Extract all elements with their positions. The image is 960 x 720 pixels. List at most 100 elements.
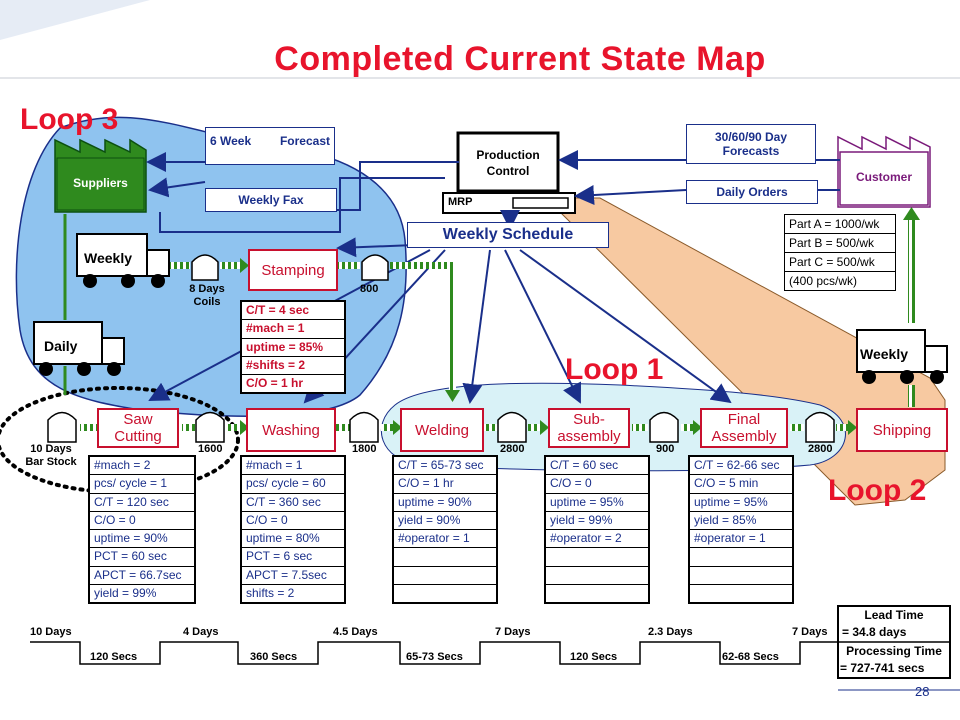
- data-row: [546, 548, 648, 567]
- inventory-after-saw: 1600: [198, 443, 223, 455]
- demand-row: Part C = 500/wk: [785, 253, 895, 272]
- weekly-fax-box: Weekly Fax: [205, 188, 337, 212]
- data-row: #mach = 1: [242, 457, 344, 476]
- stamping-data-box: C/T = 4 sec #mach = 1 uptime = 85% #shif…: [240, 300, 346, 395]
- data-row: PCT = 6 sec: [242, 548, 344, 567]
- shipping-truck-label: Weekly: [860, 346, 908, 362]
- data-row: uptime = 90%: [90, 530, 194, 549]
- daily-truck-icon: [33, 321, 125, 376]
- data-row: [690, 548, 792, 567]
- lead-time-label: Lead Time: [864, 608, 924, 622]
- data-row: C/T = 60 sec: [546, 457, 648, 476]
- washing-data-box: #mach = 1 pcs/ cycle = 60 C/T = 360 sec …: [240, 455, 346, 605]
- production-control-label: Production Control: [476, 148, 540, 178]
- data-row: C/O = 0: [242, 512, 344, 531]
- inventory-bar-stock: 10 Days Bar Stock: [25, 443, 77, 468]
- data-row: APCT = 7.5sec: [242, 567, 344, 586]
- data-row: #mach = 1: [242, 320, 344, 339]
- customer-factory-icon: [837, 135, 931, 208]
- data-row: [394, 567, 496, 586]
- process-washing: Washing: [246, 408, 336, 452]
- loop2-label: Loop 2: [828, 474, 927, 507]
- data-row: C/O = 1 hr: [394, 475, 496, 494]
- customer-demand-box: Part A = 1000/wk Part B = 500/wk Part C …: [784, 214, 896, 291]
- data-row: [394, 585, 496, 602]
- data-row: C/T = 62-66 sec: [690, 457, 792, 476]
- process-saw-cutting: Saw Cutting: [97, 408, 179, 448]
- data-row: uptime = 95%: [546, 494, 648, 512]
- subassembly-data-box: C/T = 60 sec C/O = 0 uptime = 95% yield …: [544, 455, 650, 605]
- data-row: C/O = 0: [90, 512, 194, 531]
- data-row: #operator = 2: [546, 530, 648, 549]
- data-row: [546, 585, 648, 602]
- inventory-after-final: 2800: [808, 443, 833, 455]
- data-row: #mach = 2: [90, 457, 194, 476]
- push-arrows: [80, 207, 920, 435]
- inventory-coils: 8 Days Coils: [189, 283, 225, 308]
- data-row: yield = 85%: [690, 512, 792, 531]
- daily-truck-label: Daily: [44, 338, 78, 354]
- data-row: [546, 567, 648, 586]
- data-row: C/O = 5 min: [690, 475, 792, 494]
- timeline-days-4: 7 Days: [495, 626, 531, 638]
- timeline-secs-2: 360 Secs: [250, 651, 298, 663]
- demand-row: (400 pcs/wk): [789, 274, 858, 288]
- inventory-icons: [47, 254, 835, 443]
- processing-time-value: = 727-741 secs: [840, 661, 925, 675]
- data-row: uptime = 80%: [242, 530, 344, 549]
- data-row: #shifts = 2: [242, 357, 344, 376]
- suppliers-label: Suppliers: [73, 176, 128, 190]
- supplier-truck-icon: [76, 233, 170, 288]
- data-row: PCT = 60 sec: [90, 548, 194, 567]
- timeline-secs-3: 65-73 Secs: [406, 651, 463, 663]
- forecasts-right-box: 30/60/90 Day Forecasts: [686, 124, 816, 164]
- forecast-left-b: Forecast: [279, 134, 330, 148]
- process-subassembly: Sub-assembly: [548, 408, 630, 448]
- page-title: Completed Current State Map: [274, 40, 766, 78]
- customer-label: Customer: [855, 170, 912, 184]
- data-row: shifts = 2: [246, 586, 295, 601]
- mrp-label: MRP: [448, 196, 473, 208]
- data-row: C/T = 4 sec: [242, 302, 344, 321]
- supplier-truck-label: Weekly: [84, 250, 132, 266]
- weekly-schedule-box: Weekly Schedule: [407, 222, 609, 248]
- shipping-truck-icon: [856, 329, 948, 384]
- demand-row: Part A = 1000/wk: [785, 215, 895, 234]
- data-row: [394, 548, 496, 567]
- inventory-after-subassembly: 900: [656, 443, 675, 455]
- forecast-left-a: 6 Week: [210, 134, 252, 148]
- timeline-secs-1: 120 Secs: [90, 651, 138, 663]
- timeline-days-3: 4.5 Days: [333, 626, 378, 638]
- demand-row: Part B = 500/wk: [785, 234, 895, 253]
- data-row: APCT = 66.7sec: [90, 567, 194, 586]
- lead-time-value: = 34.8 days: [842, 625, 907, 639]
- data-row: C/T = 360 sec: [242, 494, 344, 512]
- data-row: C/O = 1 hr: [246, 376, 304, 391]
- daily-orders-box: Daily Orders: [686, 180, 818, 204]
- loop3-label: Loop 3: [20, 103, 119, 136]
- timeline-days-5: 2.3 Days: [648, 626, 693, 638]
- timeline-days-6: 7 Days: [792, 626, 828, 638]
- timeline-secs-4: 120 Secs: [570, 651, 618, 663]
- inventory-after-stamping: 800: [360, 283, 379, 295]
- saw-cutting-data-box: #mach = 2 pcs/ cycle = 1 C/T = 120 sec C…: [88, 455, 196, 605]
- data-row: yield = 99%: [546, 512, 648, 531]
- timeline-line: [30, 641, 838, 665]
- data-row: C/T = 65-73 sec: [394, 457, 496, 476]
- data-row: [690, 567, 792, 586]
- process-final-assembly: Final Assembly: [700, 408, 788, 448]
- data-row: pcs/ cycle = 1: [90, 475, 194, 494]
- data-row: pcs/ cycle = 60: [242, 475, 344, 494]
- data-row: yield = 90%: [394, 512, 496, 531]
- data-row: uptime = 85%: [242, 339, 344, 357]
- process-shipping: Shipping: [856, 408, 948, 452]
- timeline-secs-5: 62-68 Secs: [722, 651, 779, 663]
- data-row: uptime = 95%: [690, 494, 792, 512]
- data-row: uptime = 90%: [394, 494, 496, 512]
- process-stamping: Stamping: [248, 249, 338, 291]
- bar-stock-highlight: [0, 386, 240, 494]
- inventory-after-washing: 1800: [352, 443, 377, 455]
- data-row: C/O = 0: [546, 475, 648, 494]
- timeline-days-1: 10 Days: [30, 626, 72, 638]
